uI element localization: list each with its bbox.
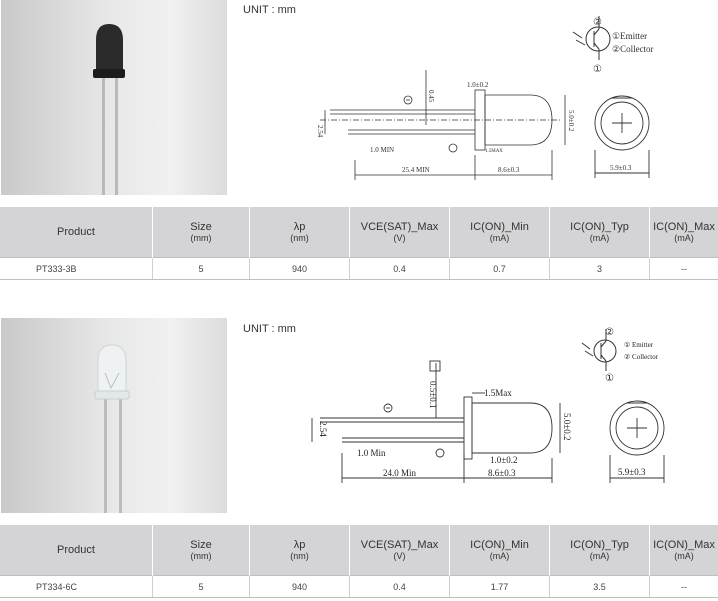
cell-icon-max: -- [649,575,718,598]
table-row: PT333-3B 5 940 0.4 0.7 3 -- [0,257,718,280]
dim-lead-square: 0.45 [427,90,435,103]
collector-label: ② Collector [624,353,659,361]
dimension-drawing-pt333: ② ① ①Emitter ②Collector 2.54 1.0 MIN 25.… [316,16,654,180]
cell-size: 5 [152,575,250,598]
col-icon-typ-unit: (mA) [589,551,610,561]
spec-table-pt334: Product Size(mm) λp(nm) VCE(SAT)_Max(V) … [0,525,718,598]
col-lambda-unit: (nm) [290,233,309,243]
led-side-view [320,70,566,180]
led-black-image [93,24,125,195]
led-clear-image [94,344,130,513]
col-icon-max-unit: (mA) [674,551,694,561]
unit-label: UNIT : mm [243,323,296,335]
col-icon-typ-unit: (mA) [589,233,610,243]
col-icon-min-unit: (mA) [489,233,510,243]
col-vce: VCE(SAT)_Max [360,539,439,551]
led-end-view [594,95,650,178]
emitter-label: ①Emitter [612,31,647,41]
cell-icon-max: -- [649,257,718,280]
col-icon-min-unit: (mA) [489,551,510,561]
pin2-label: ② [593,17,602,28]
led-end-view [609,400,665,483]
dim-body-length: 8.6±0.3 [498,166,520,174]
col-size-unit: (mm) [190,551,212,561]
col-icon-min: IC(ON)_Min [470,539,529,551]
phototransistor-symbol [572,16,611,60]
product-photo-clear-led [1,318,227,513]
product-photo-black-led [1,0,227,195]
cell-icon-min: 0.7 [449,257,550,280]
cell-vce: 0.4 [349,257,450,280]
col-icon-min: IC(ON)_Min [470,221,529,233]
collector-label: ②Collector [612,44,654,54]
note-max: 1.5MAX [485,149,503,154]
cell-product: PT334-6C [0,575,153,598]
note-max: 1.5Max [484,388,512,398]
dim-flange: 1.0±0.2 [490,455,517,465]
col-icon-max: IC(ON)_Max [653,539,715,551]
dim-lead-length: 25.4 MIN [402,166,430,174]
dim-lead-length: 24.0 Min [383,468,417,478]
col-size: Size [190,539,212,551]
cell-product: PT333-3B [0,257,153,280]
col-lambda: λp [293,539,306,551]
col-lambda: λp [293,221,306,233]
col-lambda-unit: (nm) [290,551,309,561]
col-vce-unit: (V) [393,233,406,243]
col-product: Product [57,226,95,238]
pin1-label: ① [593,64,602,75]
dim-short-min: 1.0 Min [357,448,386,458]
col-product: Product [57,544,95,556]
col-icon-typ: IC(ON)_Typ [570,221,629,233]
table-header-row: Product Size(mm) λp(nm) VCE(SAT)_Max(V) … [0,207,718,258]
table-header-row: Product Size(mm) λp(nm) VCE(SAT)_Max(V) … [0,525,718,576]
dim-body-length: 8.6±0.3 [488,468,516,478]
dim-pitch: 2.54 [318,421,328,437]
dim-flange: 1.0±0.2 [467,81,489,89]
col-icon-max-unit: (mA) [674,233,694,243]
cell-lambda: 940 [249,257,350,280]
dim-diameter: 5.0±0.2 [567,110,575,132]
dim-pitch: 2.54 [316,125,324,138]
cell-icon-typ: 3 [549,257,650,280]
cell-icon-min: 1.77 [449,575,550,598]
col-size-unit: (mm) [190,233,212,243]
col-vce-unit: (V) [393,551,406,561]
col-icon-typ: IC(ON)_Typ [570,539,629,551]
dim-diameter: 5.0±0.2 [562,413,572,440]
spec-table-pt333: Product Size(mm) λp(nm) VCE(SAT)_Max(V) … [0,207,718,280]
dimension-drawing-pt334: ② ① ① Emitter ② Collector 2.54 1.0 Min 2… [311,327,665,483]
cell-vce: 0.4 [349,575,450,598]
pin1-label: ① [605,373,614,384]
cell-icon-typ: 3.5 [549,575,650,598]
col-icon-max: IC(ON)_Max [653,221,715,233]
unit-label: UNIT : mm [243,4,296,16]
led-side-view [311,360,561,483]
dim-flange-diameter: 5.9±0.3 [610,164,632,172]
col-size: Size [190,221,212,233]
emitter-label: ① Emitter [624,341,654,349]
cell-size: 5 [152,257,250,280]
dim-short-min: 1.0 MIN [370,146,394,154]
pin2-label: ② [605,327,614,338]
dim-flange-diameter: 5.9±0.3 [618,467,646,477]
phototransistor-symbol [581,329,617,371]
dim-lead-square: 0.5±0.1 [428,381,438,408]
table-row: PT334-6C 5 940 0.4 1.77 3.5 -- [0,575,718,598]
col-vce: VCE(SAT)_Max [360,221,439,233]
cell-lambda: 940 [249,575,350,598]
